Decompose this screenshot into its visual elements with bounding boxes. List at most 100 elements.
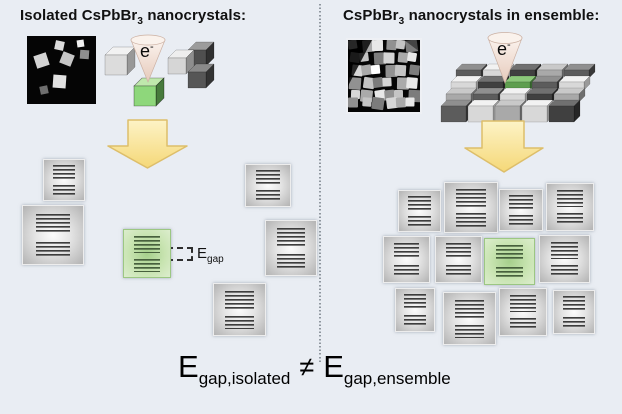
nanocrystal-particle — [393, 89, 404, 100]
energy-levels-upper — [509, 195, 533, 210]
energy-levels-lower — [36, 241, 70, 258]
nanocrystal-particle — [385, 64, 398, 78]
energy-level-diagram — [265, 220, 317, 276]
egap-subscript: gap — [207, 254, 224, 265]
energy-level-diagram — [213, 283, 266, 336]
energy-levels-lower — [255, 190, 281, 202]
energy-levels-upper — [393, 242, 420, 260]
cube-face — [440, 105, 467, 123]
energy-levels-lower — [455, 324, 484, 339]
ebeam-illustration-isolated: e- — [104, 34, 215, 107]
egap-dash-upper — [157, 247, 193, 249]
title-subscript: 3 — [398, 16, 405, 27]
energy-levels-upper — [550, 241, 579, 259]
equation-rhs-subscript: gap,ensemble — [343, 369, 451, 388]
nanocrystal-particles — [33, 39, 90, 95]
energy-levels-upper — [495, 244, 524, 262]
energy-level-diagram — [383, 236, 430, 283]
energy-levels-lower — [225, 315, 254, 330]
not-equal-sign: ≠ — [299, 352, 315, 382]
nanocrystal-particle — [372, 77, 384, 88]
electron-label: e- — [497, 39, 511, 59]
energy-levels-upper — [445, 242, 472, 260]
energy-levels-upper — [52, 165, 76, 180]
equation-lhs-subscript: gap,isolated — [198, 369, 291, 388]
cube-face — [521, 105, 548, 123]
electron-beam-cone-icon: e- — [487, 32, 523, 84]
energy-level-diagram — [398, 190, 441, 232]
nanocrystal-particle — [386, 40, 397, 51]
energy-level-diagram — [546, 183, 594, 231]
nanocrystal-particle — [405, 97, 415, 107]
down-arrow-icon — [107, 119, 188, 169]
energy-levels-upper — [134, 236, 160, 254]
left-panel-title: Isolated CsPbBr3 nanocrystals: — [20, 7, 246, 27]
dark-nanocrystal-cube — [187, 63, 215, 89]
nanocrystal-particle — [362, 76, 376, 90]
title-subscript: 3 — [137, 16, 144, 27]
cube-face — [548, 105, 575, 123]
energy-levels-lower — [456, 213, 486, 227]
nanocrystal-particle — [373, 52, 387, 65]
equation-rhs-symbol: E — [323, 349, 344, 384]
title-text: Isolated CsPbBr — [20, 7, 138, 24]
energy-levels-lower — [550, 264, 579, 277]
energy-levels-lower — [52, 184, 76, 196]
right-panel-title: CsPbBr3 nanocrystals in ensemble: — [343, 7, 599, 27]
energy-levels-lower — [408, 215, 431, 227]
nanocrystal-particle — [396, 77, 410, 90]
energy-levels-lower — [277, 254, 305, 270]
title-text: nanocrystals: — [143, 7, 247, 24]
energy-levels-upper — [255, 170, 281, 186]
energy-level-diagram — [43, 159, 85, 201]
nanocrystal-particle — [362, 97, 372, 107]
ensemble-cube-array — [440, 63, 596, 123]
nanocrystal-particle — [385, 96, 399, 110]
sem-vignette — [348, 40, 372, 86]
nanocrystal-particle — [406, 77, 418, 89]
energy-levels-upper — [277, 228, 305, 248]
nanocrystal-particle — [371, 96, 385, 111]
energy-levels-upper — [557, 189, 583, 207]
egap-dash-lower — [157, 259, 193, 261]
energy-level-diagram — [444, 182, 498, 233]
nanocrystal-particle — [348, 77, 362, 90]
egap-dash-connector — [191, 248, 193, 261]
equation: E gap,isolated ≠ E gap,ensemble — [178, 349, 451, 388]
nanocrystal-particle — [406, 51, 418, 63]
sem-vignette — [404, 40, 420, 52]
energy-level-diagram — [245, 164, 291, 207]
nanocrystal-particle — [360, 64, 373, 76]
ebeam-illustration-ensemble: e- — [440, 32, 596, 123]
gray-nanocrystal-cube — [104, 46, 136, 76]
energy-levels-lower — [134, 259, 160, 272]
green-nanocrystal-cube — [133, 77, 165, 107]
nanocrystal-particle — [383, 52, 395, 64]
nanocrystal-particle — [395, 40, 406, 50]
nanocrystal-particle — [409, 64, 420, 76]
nanocrystal-particle — [370, 64, 381, 75]
energy-levels-upper — [408, 196, 431, 211]
egap-symbol: E — [197, 245, 208, 262]
gray-nanocrystal-cube — [167, 49, 195, 75]
energy-levels-upper — [36, 213, 70, 235]
title-text: nanocrystals in ensemble: — [404, 7, 600, 24]
energy-level-diagram-green — [484, 238, 535, 285]
energy-level-diagram — [443, 292, 496, 345]
energy-level-diagram — [539, 235, 590, 283]
energy-level-diagram — [22, 205, 84, 265]
energy-levels-lower — [393, 264, 420, 278]
energy-levels-lower — [510, 317, 536, 330]
nanocrystal-particles — [348, 40, 420, 111]
sem-image-ensemble — [346, 38, 422, 114]
energy-levels-upper — [456, 189, 486, 207]
nanocrystal-particle — [397, 52, 409, 63]
electron-beam-cone-icon: e- — [130, 34, 166, 83]
nanocrystal-particle — [395, 97, 407, 108]
nanocrystal-particle — [348, 97, 358, 108]
energy-levels-upper — [225, 290, 254, 309]
energy-level-diagram — [435, 236, 482, 283]
panel-divider — [319, 4, 321, 364]
energy-levels-upper — [404, 294, 426, 310]
